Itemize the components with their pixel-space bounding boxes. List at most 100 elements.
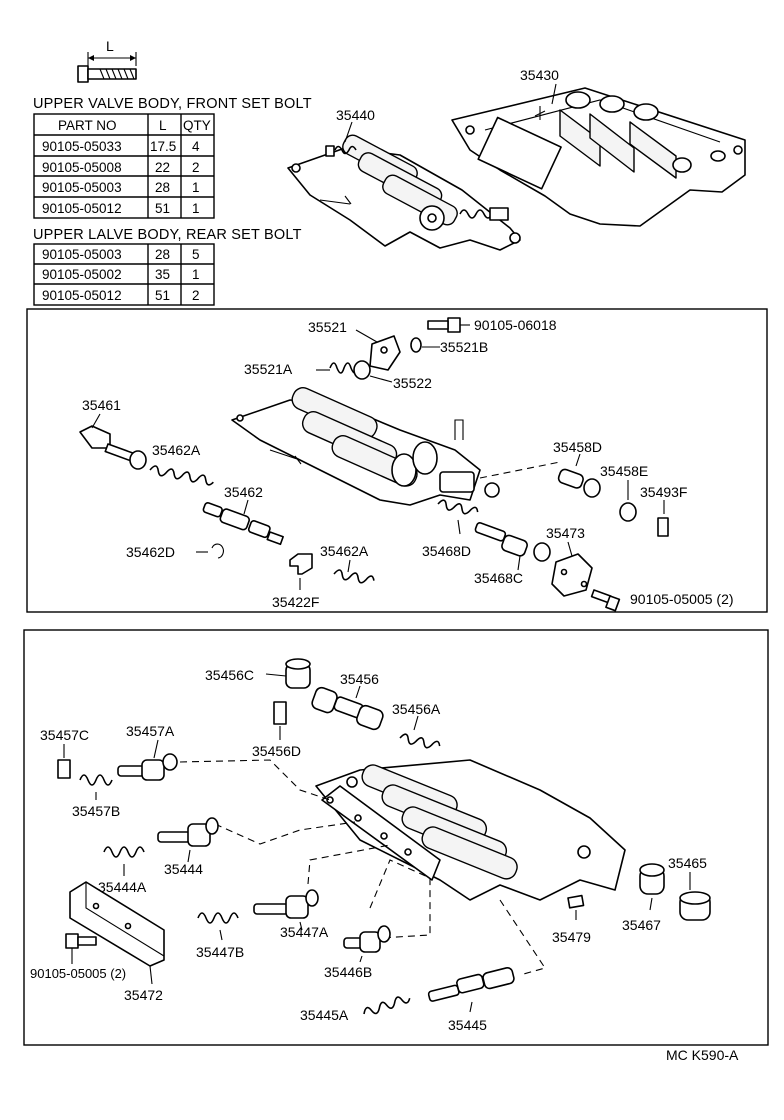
spring-35468d-drawing [437,499,479,515]
table-cell: 1 [192,201,200,216]
valve-body-35430-drawing [451,87,746,227]
part-35458d-drawing [557,468,601,498]
part-label-35465: 35465 [668,855,707,871]
table-cell: 22 [155,160,170,175]
part-label-35458e: 35458E [600,463,648,479]
spring-35462a-bottom-drawing [333,569,375,584]
table-cell: 51 [155,288,170,303]
part-35472-drawing [69,881,165,967]
lower-valve-body-drawing [315,759,626,901]
spring-35445a-drawing [363,996,411,1015]
diagram-code: MC K590-A [666,1047,739,1063]
spring-35444a-drawing [103,846,145,858]
part-35457a-drawing [117,753,178,781]
table-header-l: L [159,118,167,133]
part-label-35456a: 35456A [392,701,441,717]
part-35467-drawing [639,863,665,895]
table-cell: 90105-05008 [42,160,122,175]
bolt-dimension-label: L [106,38,114,54]
part-label-35462: 35462 [224,484,263,500]
part-35444-drawing [157,817,219,847]
table-header-qty: QTY [183,118,211,133]
part-label-35447a: 35447A [280,924,329,940]
rear-set-bolt-title: UPPER LALVE BODY, REAR SET BOLT [33,227,302,243]
bolt-length-icon [77,52,137,83]
table-cell: 90105-05002 [42,267,122,282]
part-label-35430: 35430 [520,67,559,83]
part-35445-drawing [427,967,515,1002]
part-label-35447b: 35447B [196,944,244,960]
part-35461-drawing [79,425,147,470]
part-label-35457b: 35457B [72,803,120,819]
part-label-35440: 35440 [336,107,375,123]
part-label-35456: 35456 [340,671,379,687]
table-cell: 1 [192,267,200,282]
part-label-35457a: 35457A [126,723,175,739]
spring-35457b-drawing [79,774,113,786]
part-label-35468d: 35468D [422,543,471,559]
table-cell: 28 [155,247,170,262]
part-35473-drawing [551,553,593,597]
part-35462d-drawing [211,543,224,559]
table-cell: 51 [155,201,170,216]
rear-set-bolt-table [33,243,215,306]
part-35458e-drawing [619,502,637,522]
table-cell: 4 [192,139,200,154]
part-label-35468c: 35468C [474,570,523,586]
spring-35462a-top-drawing [149,465,214,486]
table-cell: 90105-05012 [42,288,122,303]
part-label-35422f: 35422F [272,594,319,610]
part-35462-drawing [202,502,284,546]
table-cell: 2 [192,160,200,175]
bolt-90105-05005-low-drawing [65,933,97,949]
part-label-35444: 35444 [164,861,203,877]
part-label-35446b: 35446B [324,964,372,980]
part-35468c-drawing [474,522,551,562]
part-label-35445a: 35445A [300,1007,349,1023]
part-label-35462d: 35462D [126,544,175,560]
part-35446b-drawing [343,925,391,953]
front-set-bolt-table [33,113,215,219]
part-label-90105-05005-low: 90105-05005 (2) [30,966,126,981]
bolt-90105-05005-mid-drawing [590,589,621,612]
part-label-35472: 35472 [124,987,163,1003]
part-label-35493f: 35493F [640,484,687,500]
valve-body-35440-drawing [287,134,521,251]
part-label-35522: 35522 [393,375,432,391]
table-cell: 17.5 [150,139,176,154]
part-label-35445: 35445 [448,1017,487,1033]
front-set-bolt-title: UPPER VALVE BODY, FRONT SET BOLT [33,96,312,112]
part-35456d-drawing [273,701,287,725]
part-label-35462a-top: 35462A [152,442,201,458]
table-cell: 90105-05033 [42,139,122,154]
table-cell: 90105-05003 [42,180,122,195]
part-label-35479: 35479 [552,929,591,945]
part-label-35461: 35461 [82,397,121,413]
part-label-35521a: 35521A [244,361,293,377]
part-label-35462a-bottom: 35462A [320,543,369,559]
part-35521b-drawing [410,337,422,353]
middle-assembly-frame [26,308,768,613]
part-label-35444a: 35444A [98,879,147,895]
table-cell: 5 [192,247,200,262]
part-label-90105-06018: 90105-06018 [474,317,557,333]
part-35493f-drawing [657,517,669,537]
middle-valve-body-drawing [231,387,500,506]
part-35456-drawing [311,686,384,731]
part-35422f-drawing [289,553,313,575]
part-label-35456c: 35456C [205,667,254,683]
part-label-35473: 35473 [546,525,585,541]
part-label-35457c: 35457C [40,727,89,743]
part-35522-drawing [353,360,371,380]
table-cell: 28 [155,180,170,195]
table-cell: 90105-05003 [42,247,122,262]
part-35465-drawing [679,891,711,921]
part-35521-drawing [369,335,401,371]
part-label-35467: 35467 [622,917,661,933]
part-label-35521b: 35521B [440,339,488,355]
part-label-35456d: 35456D [252,743,301,759]
part-35479-drawing [567,894,585,909]
part-35447a-drawing [253,889,319,919]
lower-assembly-frame [23,629,769,1046]
